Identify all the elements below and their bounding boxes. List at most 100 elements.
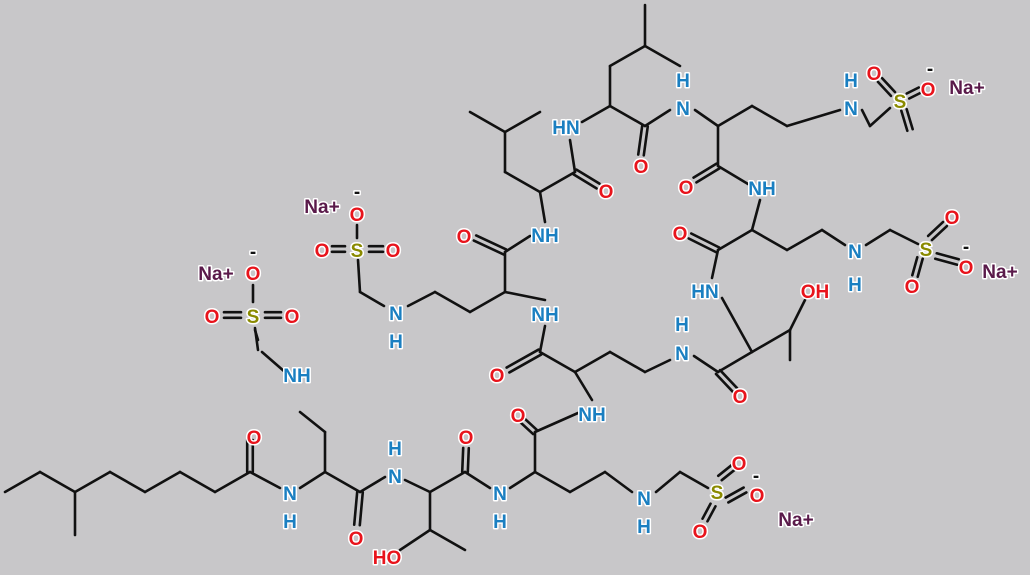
bond [788, 298, 807, 332]
bond [178, 470, 217, 494]
atom-label: O [750, 486, 765, 507]
bond [716, 104, 754, 128]
bond [503, 110, 542, 134]
sodium-ion-label: Na+ [304, 197, 339, 218]
atom-label: H [493, 512, 507, 533]
atom-label: O [246, 264, 261, 285]
bond [468, 290, 507, 314]
charge-label: - [963, 237, 969, 258]
sodium-ion-label: Na+ [778, 510, 813, 531]
double-bond [474, 234, 508, 251]
bond [428, 528, 467, 552]
atom-label: H [283, 512, 297, 533]
atom-label: N [283, 484, 297, 505]
atom-label: O [349, 529, 364, 550]
bond [888, 228, 920, 246]
bond [503, 170, 542, 194]
double-bond [358, 490, 365, 527]
atom-label: O [733, 387, 748, 408]
atom-label: O [867, 64, 882, 85]
double-bond [689, 232, 721, 249]
double-bond [692, 162, 718, 179]
bond [406, 290, 437, 308]
atom-label: H [848, 275, 862, 296]
bond [260, 350, 287, 374]
atom-label: H [676, 71, 690, 92]
atom-label: O [673, 224, 688, 245]
bond [108, 470, 147, 494]
double-bond [460, 446, 465, 474]
bond [398, 528, 432, 552]
atom-label: S [711, 483, 724, 504]
atom-label: O [921, 80, 936, 101]
atom-label: O [732, 454, 747, 475]
atom-label: O [490, 366, 505, 387]
double-bond [911, 255, 919, 277]
bond [716, 350, 754, 374]
atom-label: S [247, 307, 260, 328]
atom-label: O [247, 428, 262, 449]
bond [503, 290, 547, 302]
atom-label: N [844, 99, 858, 120]
bond [692, 354, 720, 374]
atom-label: H [844, 71, 858, 92]
atom-label: H [675, 315, 689, 336]
double-bond [518, 420, 535, 436]
atom-label: O [285, 307, 300, 328]
double-bond [880, 76, 897, 94]
bond [864, 228, 892, 247]
bond [710, 248, 720, 280]
bond [716, 228, 754, 252]
atom-label: O [679, 178, 694, 199]
bond [298, 410, 327, 434]
bond [568, 470, 607, 494]
double-bond [352, 490, 359, 527]
bond [3, 470, 42, 494]
atom-label: OH [801, 282, 830, 303]
double-bond [716, 462, 735, 478]
atom-label: O [511, 406, 526, 427]
bond [693, 108, 720, 128]
double-bond [905, 107, 914, 131]
atom-label: S [351, 241, 364, 262]
bond [433, 290, 472, 314]
atom-label: N [637, 489, 651, 510]
double-bond [905, 86, 921, 95]
bond [785, 228, 824, 252]
atom-label: NH [748, 179, 775, 200]
charge-label: - [354, 182, 360, 203]
atom-label: O [905, 277, 920, 298]
bond [538, 170, 577, 194]
bond [608, 44, 647, 68]
bond [358, 475, 387, 494]
atom-label: O [959, 258, 974, 279]
bond [428, 470, 467, 494]
bond [533, 411, 580, 434]
double-bond [907, 91, 923, 100]
atom-label: O [693, 522, 708, 543]
double-bond [701, 502, 712, 520]
bond [603, 470, 634, 494]
bond [643, 108, 672, 128]
double-bond [930, 224, 949, 242]
atom-label: HO [373, 548, 402, 569]
bond [143, 470, 182, 494]
bond [298, 470, 327, 490]
bond [750, 328, 792, 354]
charge-label: - [250, 242, 256, 263]
double-bond [505, 348, 540, 369]
atom-label: N [388, 467, 402, 488]
atom-label: O [205, 307, 220, 328]
atom-label: H [388, 439, 402, 460]
double-bond [933, 257, 959, 267]
bond [38, 470, 77, 494]
bond [573, 350, 612, 374]
double-bond [575, 168, 601, 185]
atom-label: NH [531, 305, 558, 326]
atom-label: O [386, 241, 401, 262]
bond [573, 370, 594, 402]
bond [654, 470, 682, 494]
atom-label: O [945, 208, 960, 229]
bond [253, 326, 260, 352]
